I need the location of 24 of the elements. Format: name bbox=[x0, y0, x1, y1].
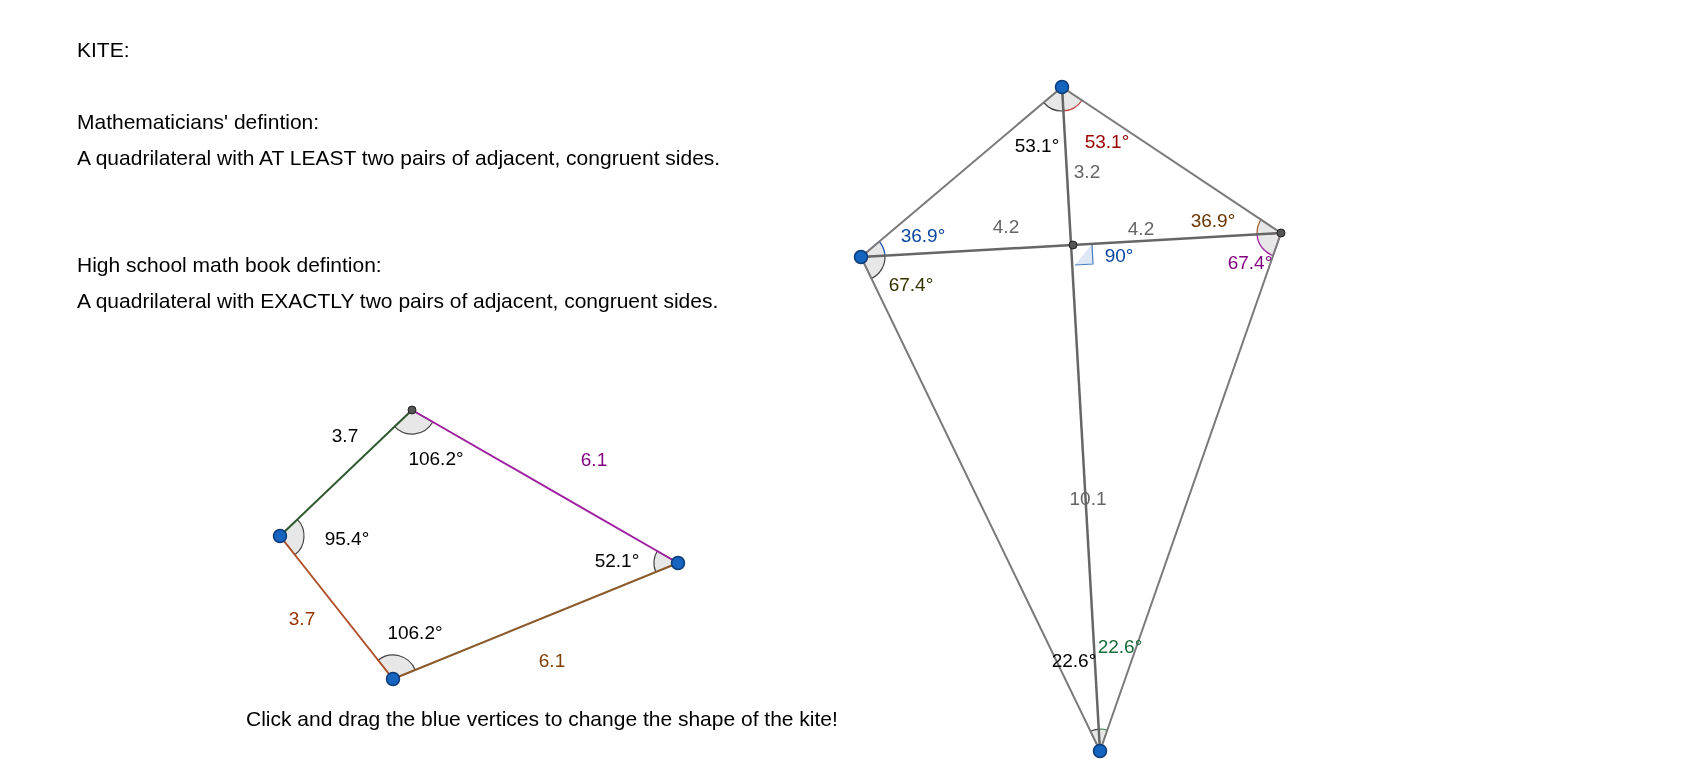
angle-label: 53.1° bbox=[1014, 135, 1060, 157]
length-label: 6.1 bbox=[580, 449, 608, 471]
definition-text: A quadrilateral with EXACTLY two pairs of adjacent, congruent sides. bbox=[77, 289, 719, 313]
definition-text: A quadrilateral with AT LEAST two pairs of adjacent, congruent sides. bbox=[77, 146, 721, 170]
definition-heading: High school math book defintion: bbox=[77, 253, 382, 277]
length-label: 4.2 bbox=[1127, 218, 1155, 240]
angle-label: 106.2° bbox=[387, 622, 443, 644]
title: KITE: bbox=[77, 38, 130, 62]
angle-label: 106.2° bbox=[408, 448, 464, 470]
angle-label: 36.9° bbox=[900, 225, 946, 247]
angle-label: 36.9° bbox=[1190, 210, 1236, 232]
angle-label: 53.1° bbox=[1084, 131, 1130, 153]
definition-heading: Mathematicians' defintion: bbox=[77, 110, 320, 134]
angle-label: 95.4° bbox=[324, 528, 370, 550]
length-label: 3.7 bbox=[331, 425, 359, 447]
angle-label: 52.1° bbox=[594, 550, 640, 572]
length-label: 4.2 bbox=[992, 216, 1020, 238]
angle-label: 67.4° bbox=[1227, 252, 1273, 274]
angle-label: 67.4° bbox=[888, 274, 934, 296]
instruction-text: Click and drag the blue vertices to change the shape of the kite! bbox=[246, 707, 838, 731]
length-label: 6.1 bbox=[538, 650, 566, 672]
length-label: 3.7 bbox=[288, 608, 316, 630]
length-label: 3.2 bbox=[1073, 161, 1101, 183]
angle-label: 90° bbox=[1104, 245, 1134, 267]
